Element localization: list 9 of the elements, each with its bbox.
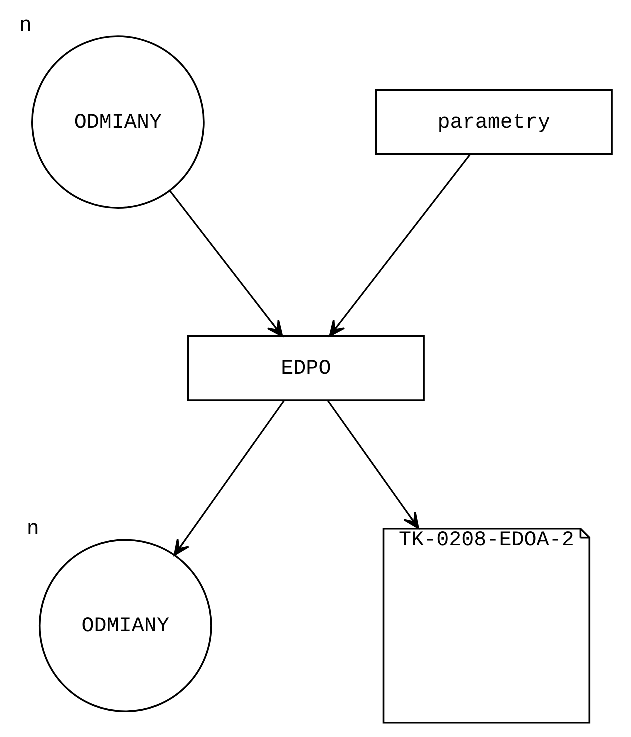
arrow — [169, 190, 284, 338]
arrow — [174, 400, 286, 556]
arrow — [327, 400, 420, 530]
arrow — [329, 154, 471, 337]
node-circle: ODMIANY — [32, 36, 205, 209]
node-label: n — [19, 14, 32, 38]
node-box: EDPO — [187, 336, 425, 402]
node-label: n — [26, 518, 40, 542]
node-box: parametry — [375, 89, 613, 156]
